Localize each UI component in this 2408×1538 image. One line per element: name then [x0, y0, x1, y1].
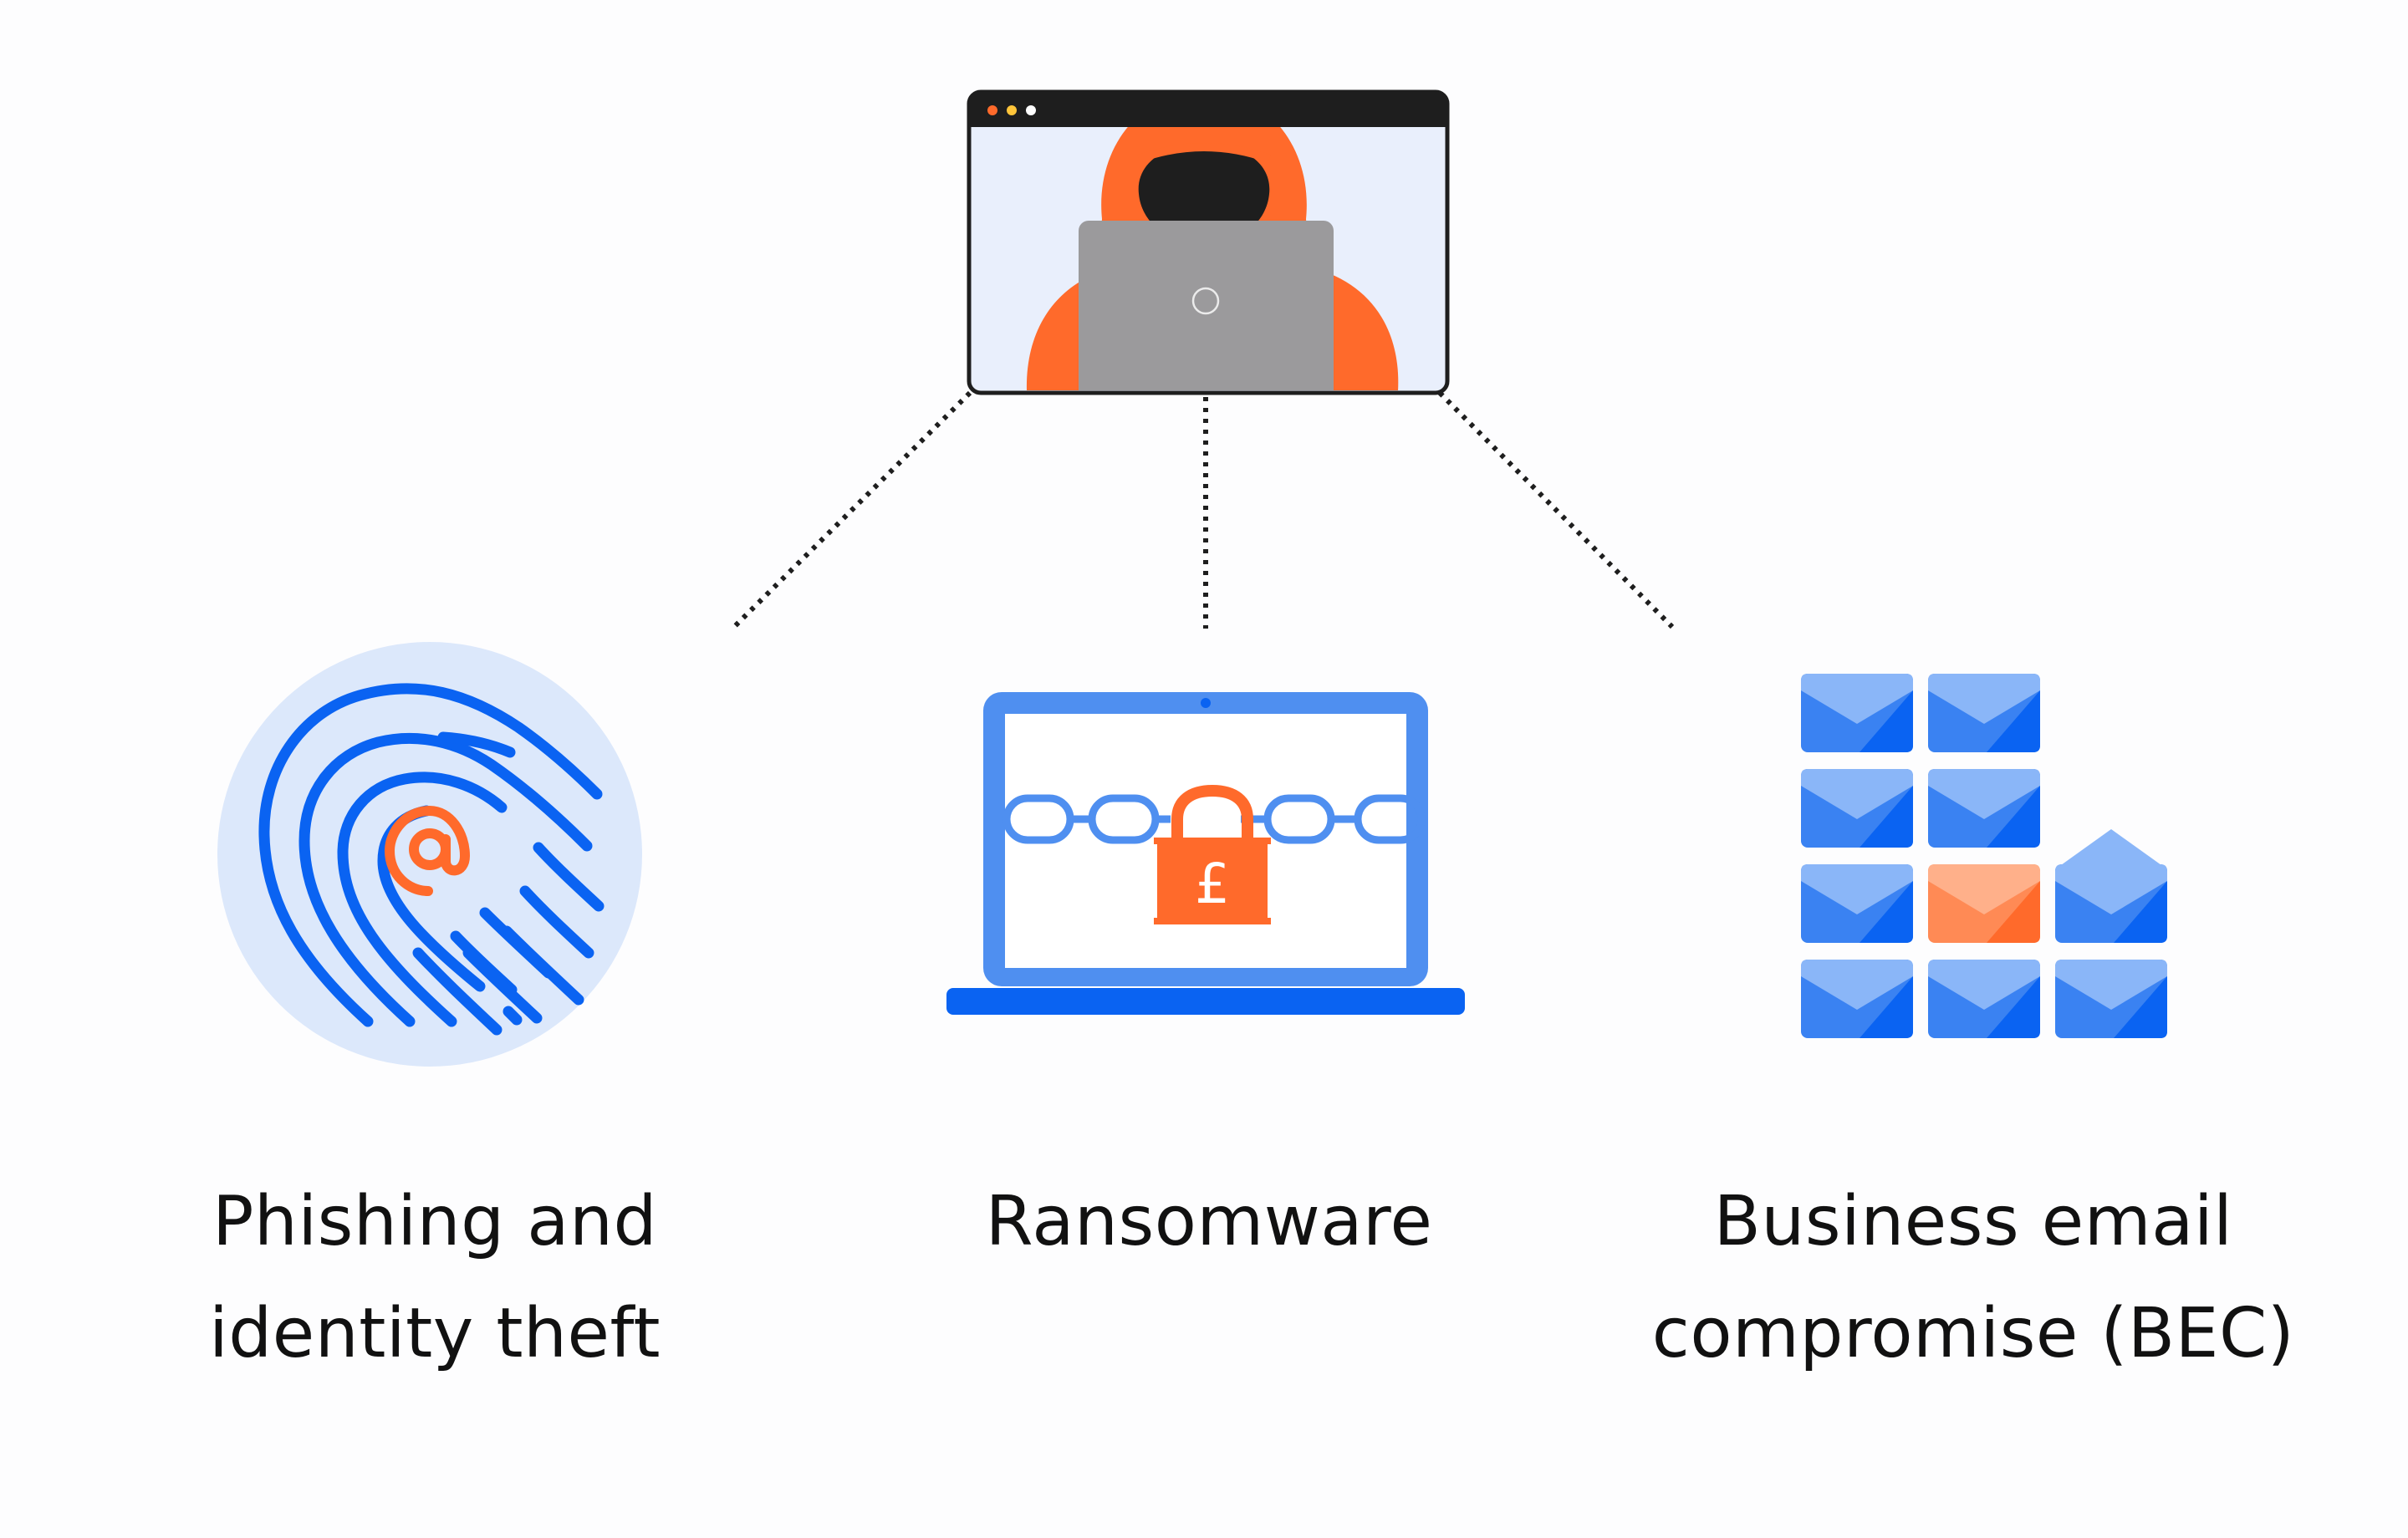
connector-to-phishing: [730, 390, 972, 631]
fingerprint-at-icon: [217, 642, 642, 1067]
connector-lines: [730, 390, 1675, 631]
ransomware-label: Ransomware: [824, 1166, 1594, 1278]
locked-laptop-pound-icon: £: [946, 692, 1465, 1015]
connector-to-bec: [1437, 390, 1675, 629]
bec-label-line2: compromise (BEC): [1651, 1294, 2295, 1373]
email-grid-icon: [1801, 674, 2167, 1038]
bec-label: Business email compromise (BEC): [1589, 1166, 2358, 1390]
hooded-hacker-laptop-icon: [967, 89, 1450, 395]
ransomware-label-line1: Ransomware: [985, 1182, 1433, 1261]
svg-text:£: £: [1195, 852, 1230, 916]
phishing-label-line2: identity theft: [208, 1294, 661, 1373]
phishing-label-line1: Phishing and: [212, 1182, 658, 1261]
bec-label-line1: Business email: [1713, 1182, 2233, 1261]
phishing-label: Phishing and identity theft: [50, 1166, 819, 1390]
